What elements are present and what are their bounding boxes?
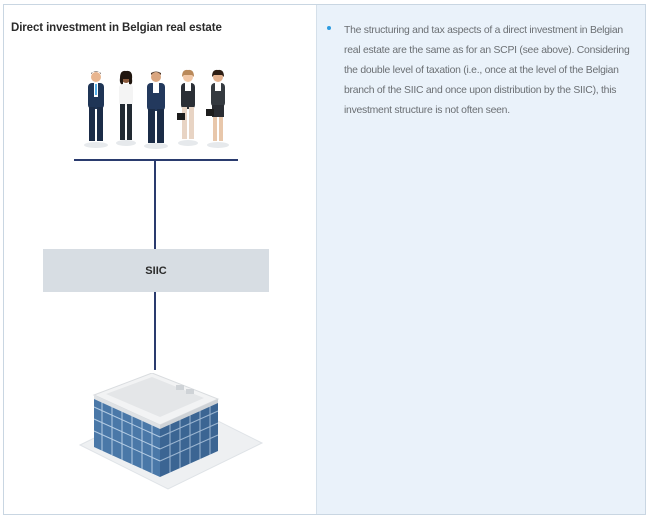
- diagram-panel: Direct investment in Belgian real estate: [4, 5, 317, 514]
- office-building-icon: [78, 373, 264, 490]
- description-list: The structuring and tax aspects of a dir…: [325, 20, 635, 120]
- siic-label: SIIC: [145, 264, 167, 277]
- description-panel: The structuring and tax aspects of a dir…: [317, 5, 645, 514]
- diagram-frame: Direct investment in Belgian real estate: [3, 4, 646, 515]
- group-of-investors-icon: [84, 69, 229, 149]
- siic-box: SIIC: [43, 249, 269, 292]
- bullet-icon: [327, 26, 331, 30]
- list-item: The structuring and tax aspects of a dir…: [325, 20, 635, 120]
- diagram-title: Direct investment in Belgian real estate: [11, 22, 222, 34]
- bullet-text: The structuring and tax aspects of a dir…: [344, 25, 630, 116]
- investors-connector-line: [74, 159, 238, 161]
- connector-to-siic: [154, 161, 156, 249]
- connector-to-building: [154, 292, 156, 370]
